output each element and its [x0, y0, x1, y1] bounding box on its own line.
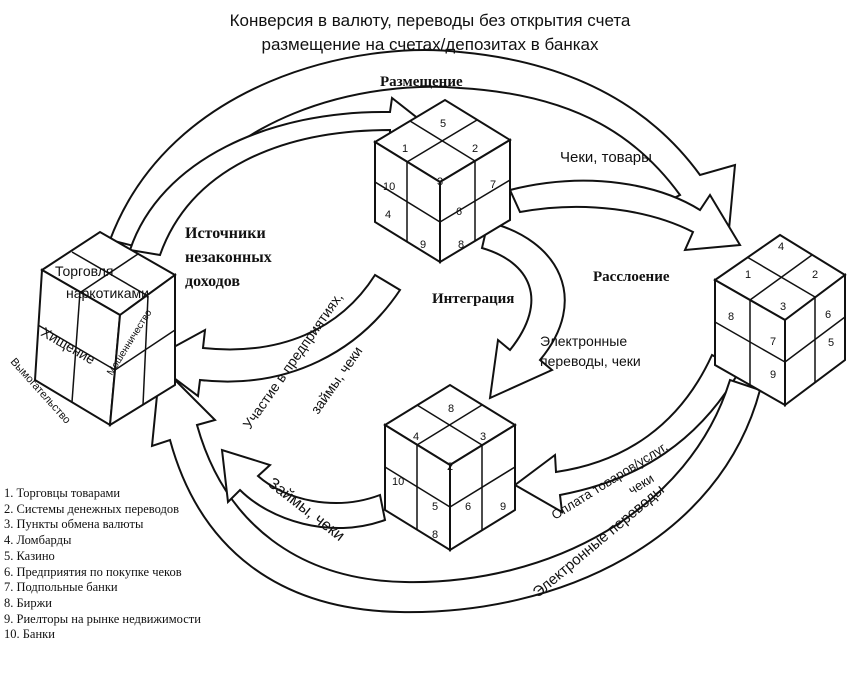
legend-item: 6. Предприятия по покупке чеков [4, 564, 182, 579]
layering-num: 5 [828, 337, 834, 349]
sources-label-line1: Источники [185, 225, 266, 242]
placement-num: 7 [490, 179, 496, 191]
placement-num: 8 [458, 239, 464, 251]
legend-item: 10. Банки [4, 627, 55, 642]
integration-num: 5 [432, 501, 438, 513]
integration-num: 2 [447, 461, 453, 473]
layering-num: 2 [812, 269, 818, 281]
placement-num: 3 [437, 176, 443, 188]
legend-item: 4. Ломбарды [4, 533, 72, 548]
legend-item: 7. Подпольные банки [4, 580, 118, 595]
legend-item: 8. Биржи [4, 595, 52, 610]
integration-num: 10 [392, 476, 404, 488]
layering-num: 6 [825, 309, 831, 321]
placement-num: 4 [385, 209, 391, 221]
sources-label-line2: незаконных [185, 249, 272, 266]
placement-to-integration-arrow [480, 220, 566, 400]
integration-num: 9 [500, 501, 506, 513]
integration-num: 8 [448, 403, 454, 415]
integration-cube [383, 383, 517, 552]
layering-num: 7 [770, 336, 776, 348]
layering-cube [713, 233, 847, 407]
flow-electronic-checks-line1: Электронные [540, 333, 627, 349]
stage-integration: Интеграция [432, 291, 514, 307]
flow-electronic-checks-line2: переводы, чеки [540, 353, 641, 369]
integration-loans-arrow [220, 448, 387, 529]
legend-item: 9. Риелторы на рынке недвижимости [4, 611, 201, 626]
integration-num: 6 [465, 501, 471, 513]
legend: 1. Торговцы товарами 2. Системы денежных… [4, 486, 304, 643]
legend-item: 1. Торговцы товарами [4, 486, 121, 500]
title-line1: Конверсия в валюту, переводы без открыти… [230, 11, 631, 30]
flow-checks-goods: Чеки, товары [560, 149, 652, 166]
cube-drug-trafficking-line2: наркотиками [66, 285, 149, 301]
placement-num: 5 [440, 118, 446, 130]
stage-placement: Размещение [380, 74, 463, 90]
integration-num: 3 [480, 431, 486, 443]
placement-num: 1 [402, 143, 408, 155]
placement-to-layering-arrow [508, 179, 742, 252]
sources-label-line3: доходов [185, 273, 240, 290]
title-line2: размещение на счетах/депозитах в банках [262, 35, 599, 54]
legend-item: 2. Системы денежных переводов [4, 501, 180, 516]
cube-drug-trafficking-line1: Торговля [55, 263, 113, 279]
layering-num: 8 [728, 311, 734, 323]
layering-num: 9 [770, 369, 776, 381]
placement-num: 9 [420, 239, 426, 251]
bottom-flow-arrow [150, 362, 762, 614]
integration-num: 8 [432, 529, 438, 541]
layering-num: 1 [745, 269, 751, 281]
layering-num: 4 [778, 241, 784, 253]
layering-num: 3 [780, 301, 786, 313]
sources-cube [33, 230, 177, 427]
legend-item: 5. Казино [4, 548, 55, 563]
placement-num: 10 [383, 181, 395, 193]
stage-layering: Расслоение [593, 269, 670, 285]
legend-item: 3. Пункты обмена валюты [4, 517, 144, 532]
placement-num: 6 [456, 206, 462, 218]
integration-num: 4 [413, 431, 419, 443]
placement-cube [373, 98, 512, 264]
placement-num: 2 [472, 143, 478, 155]
